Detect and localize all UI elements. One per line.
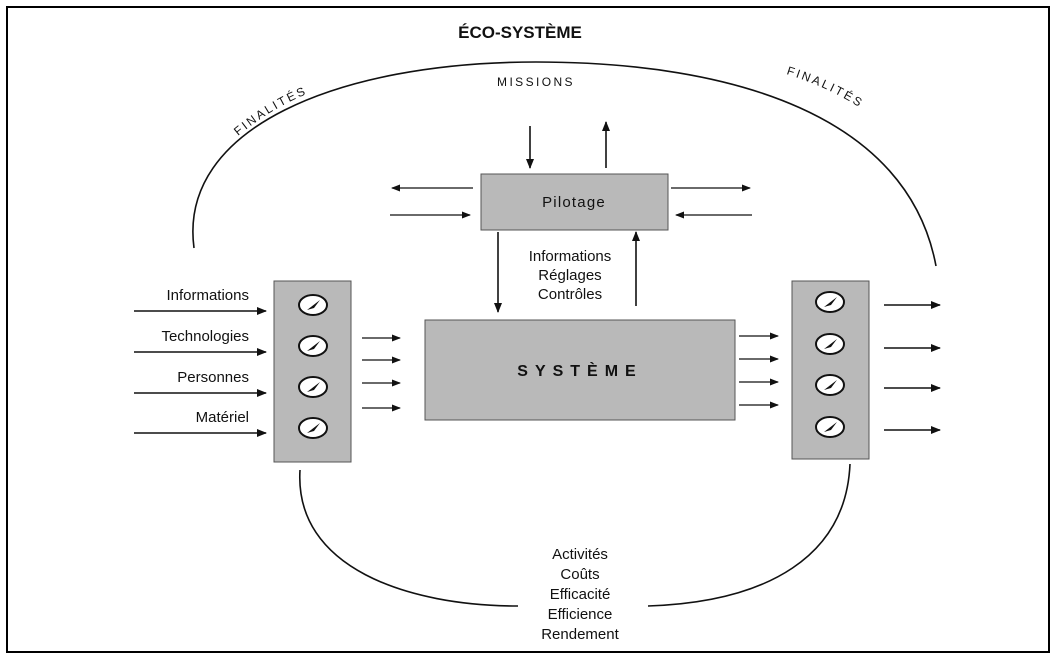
pilotage-box — [480, 173, 669, 231]
input-label-materiel: Matériel — [196, 409, 249, 426]
finalites-left-label: FINALITÉS — [231, 83, 309, 138]
ecosystem-bottom-arc-right — [647, 463, 851, 607]
outcome-label-efficience: Efficience — [548, 606, 613, 623]
gauge-icon — [815, 291, 845, 313]
outcome-label-rendement: Rendement — [541, 626, 619, 643]
flow-label-informations: Informations — [529, 248, 612, 265]
diagram-frame: ÉCO-SYSTÈME MISSIONS FINALITÉS FINALITÉS… — [6, 6, 1050, 653]
gauge-icon — [815, 374, 845, 396]
missions-label: MISSIONS — [497, 75, 575, 89]
diagram-title: ÉCO-SYSTÈME — [458, 23, 582, 42]
systeme-label: SYSTÈME — [517, 361, 642, 380]
outcome-label-couts: Coûts — [560, 566, 599, 583]
input-label-personnes: Personnes — [177, 369, 249, 386]
gauge-icon — [298, 294, 328, 316]
gauge-icon — [815, 333, 845, 355]
gauge-icon — [298, 376, 328, 398]
systeme-box — [424, 319, 736, 421]
flow-label-controles: Contrôles — [538, 286, 602, 303]
gauge-icon — [298, 335, 328, 357]
ecosystem-top-arc — [192, 61, 937, 267]
input-label-informations: Informations — [166, 287, 249, 304]
pilotage-label: Pilotage — [542, 194, 606, 211]
outcome-label-activites: Activités — [552, 546, 608, 563]
ecosystem-bottom-arc — [299, 469, 519, 607]
finalites-right-label: FINALITÉS — [785, 64, 866, 111]
gauge-icon — [815, 416, 845, 438]
flow-label-reglages: Réglages — [538, 267, 601, 284]
gauge-icon — [298, 417, 328, 439]
input-label-technologies: Technologies — [161, 328, 249, 345]
ecosystem-diagram: ÉCO-SYSTÈME MISSIONS FINALITÉS FINALITÉS… — [134, 23, 941, 643]
outcome-label-efficacite: Efficacité — [550, 586, 611, 603]
